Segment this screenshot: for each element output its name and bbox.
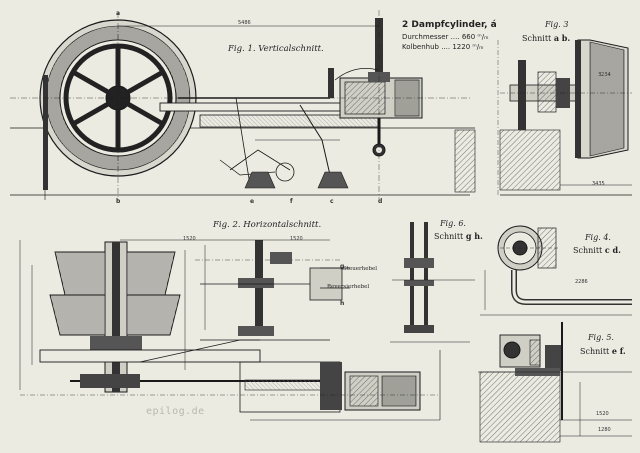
marker-h: h — [340, 300, 345, 307]
marker-b: b — [116, 198, 121, 205]
dimension-5486: 5486 — [238, 20, 251, 26]
dimension-1520c: 1520 — [596, 411, 609, 417]
fig5-ref: e f. — [611, 346, 626, 356]
fig6-sub-label: Schnitt — [434, 232, 464, 241]
specs-line1-value: 660 ᵐ/ₘ — [461, 33, 489, 41]
specs-line2: Kolbenhub .... 1220 ᵐ/ₘ — [402, 43, 484, 51]
fig4-title: Fig. 4. — [585, 233, 611, 242]
marker-d: d — [378, 198, 383, 205]
dimension-3234: 3234 — [598, 72, 611, 78]
fig3-sub-label: Schnitt — [522, 34, 552, 43]
fig2-caption: Fig. 2. Horizontalschnitt. — [213, 220, 322, 230]
dimension-1520b: 1520 — [290, 236, 303, 242]
fig1-vertical-section — [10, 10, 476, 200]
fig6-title: Fig. 6. — [440, 219, 466, 228]
fig3-title: Fig. 3 — [545, 20, 569, 29]
marker-e: e — [250, 198, 255, 205]
dimension-3435: 3435 — [592, 181, 605, 187]
fig6-sub: Schnitt g h. — [434, 231, 483, 241]
dimension-1280: 1280 — [598, 427, 611, 433]
fig1-caption: Fig. 1. Verticalschnitt. — [228, 44, 324, 54]
marker-g: g — [340, 263, 345, 270]
lever1-label: Steuerhebel — [343, 266, 377, 272]
lever2-label: Reversierhebel — [327, 284, 370, 290]
specs-line2-value: 1220 ᵐ/ₘ — [452, 43, 484, 51]
watermark: epilog.de — [146, 406, 205, 417]
fig5-sub-label: Schnitt — [580, 347, 610, 356]
fig6-ref: g h. — [465, 231, 483, 241]
fig2-horizontal-section — [19, 239, 441, 421]
marker-a: a — [116, 10, 121, 17]
specs-title: 2 Dampfcylinder, á — [402, 20, 497, 30]
fig3-ref: a b. — [553, 33, 571, 43]
fig4-sub: Schnitt c d. — [573, 245, 621, 255]
fig5-title: Fig. 5. — [588, 333, 614, 342]
marker-c: c — [330, 198, 334, 205]
flywheel — [39, 19, 197, 177]
fig3-sub: Schnitt a b. — [522, 33, 570, 43]
fig3-section-ab — [497, 39, 632, 196]
fig4-section-cd — [480, 225, 632, 316]
fig6-section-gh — [390, 222, 475, 343]
marker-f: f — [290, 198, 293, 205]
specs-line2-label: Kolbenhub — [402, 43, 439, 51]
specs-line1: Durchmesser .... 660 ᵐ/ₘ — [402, 33, 489, 41]
dimension-1520: 1520 — [183, 236, 196, 242]
dimension-2286: 2286 — [575, 279, 588, 285]
specs-line1-label: Durchmesser — [402, 33, 449, 41]
fig5-section-ef — [478, 322, 632, 443]
fig4-ref: c d. — [604, 245, 621, 255]
fig4-sub-label: Schnitt — [573, 246, 603, 255]
fig5-sub: Schnitt e f. — [580, 346, 626, 356]
